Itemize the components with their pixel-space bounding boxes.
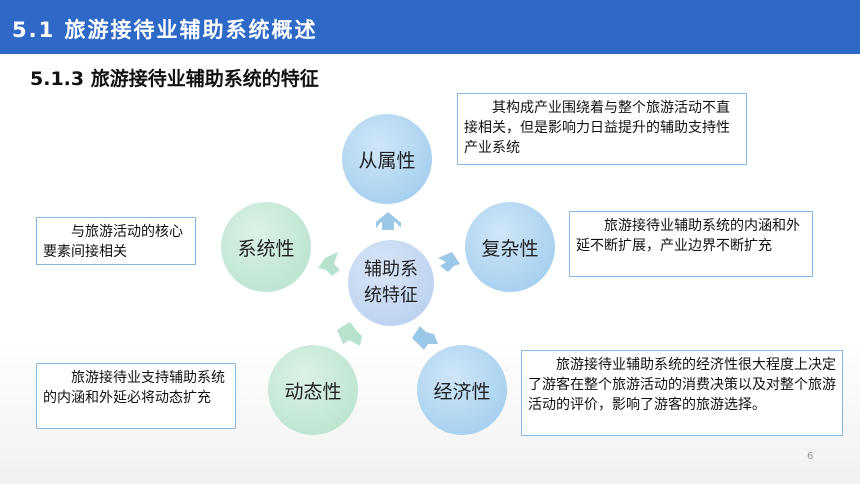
feature-circle-complexity: 复杂性 [465, 202, 555, 292]
feature-circle-subordinate: 从属性 [342, 114, 432, 204]
desc-box-systemic: 与旅游活动的核心要素间接相关 [36, 217, 196, 265]
center-label: 辅助系统特征 [364, 259, 418, 306]
arrow-right [438, 252, 460, 272]
feature-label-subordinate: 从属性 [358, 149, 416, 172]
section-subtitle: 5.1.3 旅游接待业辅助系统的特征 [30, 68, 319, 90]
desc-box-complexity: 旅游接待业辅助系统的内涵和外延不断扩展，产业边界不断扩充 [569, 211, 813, 277]
arrow-left [318, 252, 340, 276]
desc-box-economic: 旅游接待业辅助系统的经济性很大程度上决定了游客在整个旅游活动的消费决策以及对整个… [521, 350, 843, 436]
desc-box-subordinate: 其构成产业围绕着与整个旅游活动不直接相关，但是影响力日益提升的辅助支持性产业系统 [457, 93, 747, 165]
center-circle: 辅助系统特征 [348, 240, 434, 326]
desc-text-economic: 旅游接待业辅助系统的经济性很大程度上决定了游客在整个旅游活动的消费决策以及对整个… [528, 357, 836, 413]
feature-label-dynamic: 动态性 [284, 380, 342, 403]
desc-text-dynamic: 旅游接待业支持辅助系统的内涵和外延必将动态扩充 [43, 370, 225, 406]
desc-text-subordinate: 其构成产业围绕着与整个旅游活动不直接相关，但是影响力日益提升的辅助支持性产业系统 [464, 100, 730, 156]
arrow-down-right [412, 326, 438, 350]
feature-circle-dynamic: 动态性 [268, 345, 358, 435]
feature-label-complexity: 复杂性 [481, 237, 539, 260]
arrow-up [376, 214, 401, 228]
feature-circle-economic: 经济性 [417, 345, 507, 435]
feature-label-economic: 经济性 [433, 380, 491, 403]
arrow-down-left [337, 322, 362, 346]
page-number: 6 [807, 451, 814, 462]
desc-text-systemic: 与旅游活动的核心要素间接相关 [43, 224, 183, 260]
desc-box-dynamic: 旅游接待业支持辅助系统的内涵和外延必将动态扩充 [36, 363, 236, 429]
desc-text-complexity: 旅游接待业辅助系统的内涵和外延不断扩展，产业边界不断扩充 [576, 218, 800, 254]
feature-label-systemic: 系统性 [237, 237, 295, 260]
arrow-up-head [376, 212, 400, 230]
header-title: 5.1 旅游接待业辅助系统概述 [12, 18, 318, 42]
feature-circle-systemic: 系统性 [221, 202, 311, 292]
header-bar: 5.1 旅游接待业辅助系统概述 [0, 0, 860, 54]
